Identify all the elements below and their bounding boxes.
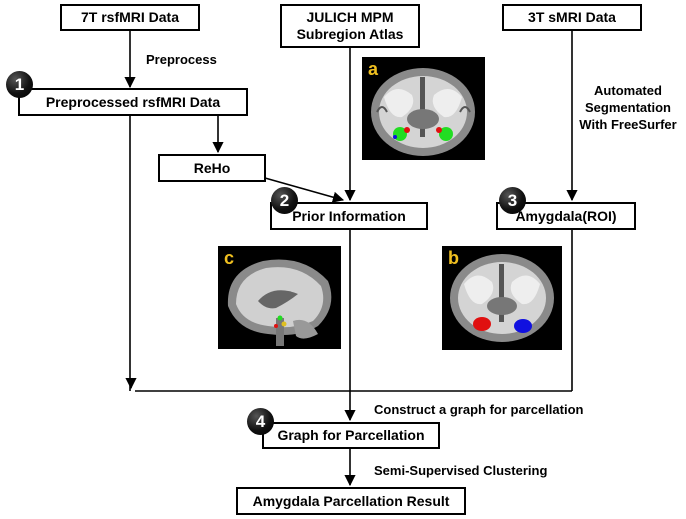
box-julich-atlas: JULICH MPM Subregion Atlas bbox=[280, 4, 420, 48]
panel-label-b: b bbox=[448, 248, 459, 268]
label-preprocess: Preprocess bbox=[146, 52, 217, 67]
box-3t-smri: 3T sMRI Data bbox=[502, 4, 642, 31]
brain-image-a: a bbox=[362, 57, 485, 160]
box-parcellation-result: Amygdala Parcellation Result bbox=[236, 487, 466, 515]
brain-image-b: b bbox=[442, 246, 562, 350]
arrow-reho-to-prior bbox=[264, 177, 345, 203]
step-badge-4: 4 bbox=[247, 408, 274, 435]
box-graph-for-parcellation: Graph for Parcellation bbox=[262, 422, 440, 449]
brain-image-c: c bbox=[218, 246, 341, 349]
box-7t-rsfmri: 7T rsfMRI Data bbox=[60, 4, 200, 31]
box-preprocessed-rsfmri: Preprocessed rsfMRI Data bbox=[18, 88, 248, 116]
label-construct-graph: Construct a graph for parcellation bbox=[374, 402, 584, 417]
label-semi-supervised-clustering: Semi-Supervised Clustering bbox=[374, 463, 548, 478]
panel-label-a: a bbox=[368, 59, 379, 79]
sagittal-brain-c-graphic bbox=[227, 259, 332, 346]
step-badge-3: 3 bbox=[499, 187, 526, 214]
coronal-brain-a-graphic bbox=[371, 68, 475, 156]
panel-label-c: c bbox=[224, 248, 235, 268]
box-reho: ReHo bbox=[158, 154, 266, 182]
label-automated-segmentation: Automated Segmentation With FreeSurfer bbox=[579, 83, 677, 132]
coronal-brain-b-graphic bbox=[450, 254, 554, 342]
step-badge-1: 1 bbox=[6, 71, 33, 98]
step-badge-2: 2 bbox=[271, 187, 298, 214]
